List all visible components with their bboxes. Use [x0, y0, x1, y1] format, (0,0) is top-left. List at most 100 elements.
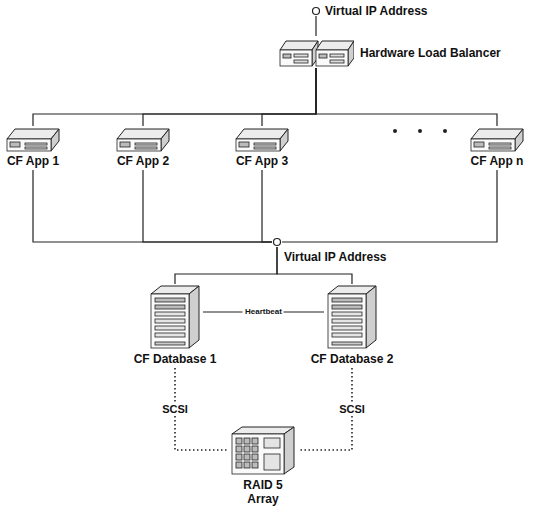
tower-base — [155, 342, 185, 345]
node-label: CF App 1 — [7, 154, 59, 168]
disk-slot — [244, 462, 250, 468]
drive-bay — [332, 333, 362, 337]
drive-bay — [332, 312, 362, 316]
node-label: CF App 2 — [117, 154, 169, 168]
node-label: Virtual IP Address — [325, 4, 428, 18]
server-top — [7, 129, 59, 139]
drive-bay — [155, 333, 185, 337]
server-front — [117, 139, 161, 151]
device-icon — [7, 129, 59, 151]
ip-point — [313, 8, 320, 15]
node-label: CF Database 2 — [311, 352, 394, 366]
server-panel — [254, 147, 276, 149]
node-text-box: CF App 1 — [7, 154, 59, 168]
tower-side — [366, 286, 376, 348]
app-server: CF App n — [469, 126, 525, 168]
load-balancer: Hardware Load Balancer — [278, 36, 501, 68]
server-panel — [239, 142, 249, 147]
cable-label: SCSI — [160, 403, 190, 415]
node-shape — [147, 284, 203, 350]
app-server: CF App 1 — [5, 126, 61, 168]
server-side — [51, 129, 59, 151]
node-shape — [469, 126, 525, 152]
cabinet-front — [232, 434, 284, 474]
ip-point — [274, 239, 281, 246]
node-shape — [5, 126, 61, 152]
node-text-box: Virtual IP Address — [284, 250, 387, 264]
node-text-box: CF Database 2 — [311, 352, 394, 366]
device-icon — [280, 41, 354, 66]
database-server: CF Database 2 — [311, 284, 394, 366]
device-icon — [117, 129, 169, 151]
drive-bay — [332, 319, 362, 323]
server-panel — [25, 147, 47, 149]
device-icon — [328, 286, 376, 348]
network-link — [175, 247, 277, 284]
disk-slot — [236, 438, 242, 444]
node-text-box: Virtual IP Address — [325, 4, 428, 18]
server-panel — [489, 147, 511, 149]
node-text-box: Hardware Load Balancer — [360, 46, 501, 60]
network-link — [262, 170, 272, 242]
server-side — [280, 129, 288, 151]
disk-slot — [252, 454, 258, 460]
node-shape — [228, 424, 298, 476]
ellipsis-dot — [443, 129, 447, 133]
node-label: RAID 5 Array — [237, 478, 289, 506]
server-front — [236, 139, 280, 151]
node-label: CF Database 1 — [134, 352, 217, 366]
network-link — [262, 68, 316, 126]
node-shape — [272, 237, 282, 247]
node-text-box: CF App n — [471, 154, 524, 168]
disk-slot — [236, 462, 242, 468]
tower-front — [151, 294, 189, 348]
server-panel — [135, 143, 157, 145]
network-link — [33, 170, 272, 242]
server-front — [7, 139, 51, 151]
drive-bay — [155, 298, 185, 302]
network-link — [143, 68, 316, 126]
unit-panel — [319, 54, 327, 58]
server-side — [161, 129, 169, 151]
network-link — [143, 170, 272, 242]
virtual-ip: Virtual IP Address — [311, 6, 428, 18]
node-label: CF App n — [471, 154, 524, 168]
drive-bay — [155, 312, 185, 316]
node-text-box: RAID 5 Array — [237, 478, 289, 506]
network-link — [33, 68, 316, 126]
node-shape — [234, 126, 290, 152]
unit-front — [280, 50, 312, 66]
node-shape — [115, 126, 171, 152]
node-text-box: CF App 2 — [117, 154, 169, 168]
tower-base — [332, 342, 362, 345]
disk-slot — [252, 438, 258, 444]
unit-panel — [294, 60, 308, 63]
server-panel — [120, 142, 130, 147]
virtual-ip: Virtual IP Address — [272, 237, 387, 264]
disk-slot — [252, 446, 258, 452]
cabinet-panel — [264, 454, 280, 470]
disk-slot — [244, 446, 250, 452]
node-text-box: CF Database 1 — [134, 352, 217, 366]
server-top — [471, 129, 523, 139]
app-server: CF App 2 — [115, 126, 171, 168]
device-icon — [274, 239, 281, 246]
node-shape — [311, 6, 321, 16]
ellipsis-dot — [418, 129, 422, 133]
drive-bay — [155, 326, 185, 330]
disk-slot — [236, 454, 242, 460]
tower-front — [328, 294, 366, 348]
cabinet-side — [284, 427, 294, 474]
cabinet-display — [264, 438, 280, 448]
drive-bay — [332, 298, 362, 302]
server-side — [515, 129, 523, 151]
disk-slot — [236, 446, 242, 452]
heartbeat-label: Heartbeat — [243, 306, 284, 318]
server-top — [117, 129, 169, 139]
ellipsis-dot — [393, 129, 397, 133]
server-top — [236, 129, 288, 139]
server-panel — [254, 143, 276, 145]
disk-slot — [244, 438, 250, 444]
node-label: CF App 3 — [236, 154, 288, 168]
